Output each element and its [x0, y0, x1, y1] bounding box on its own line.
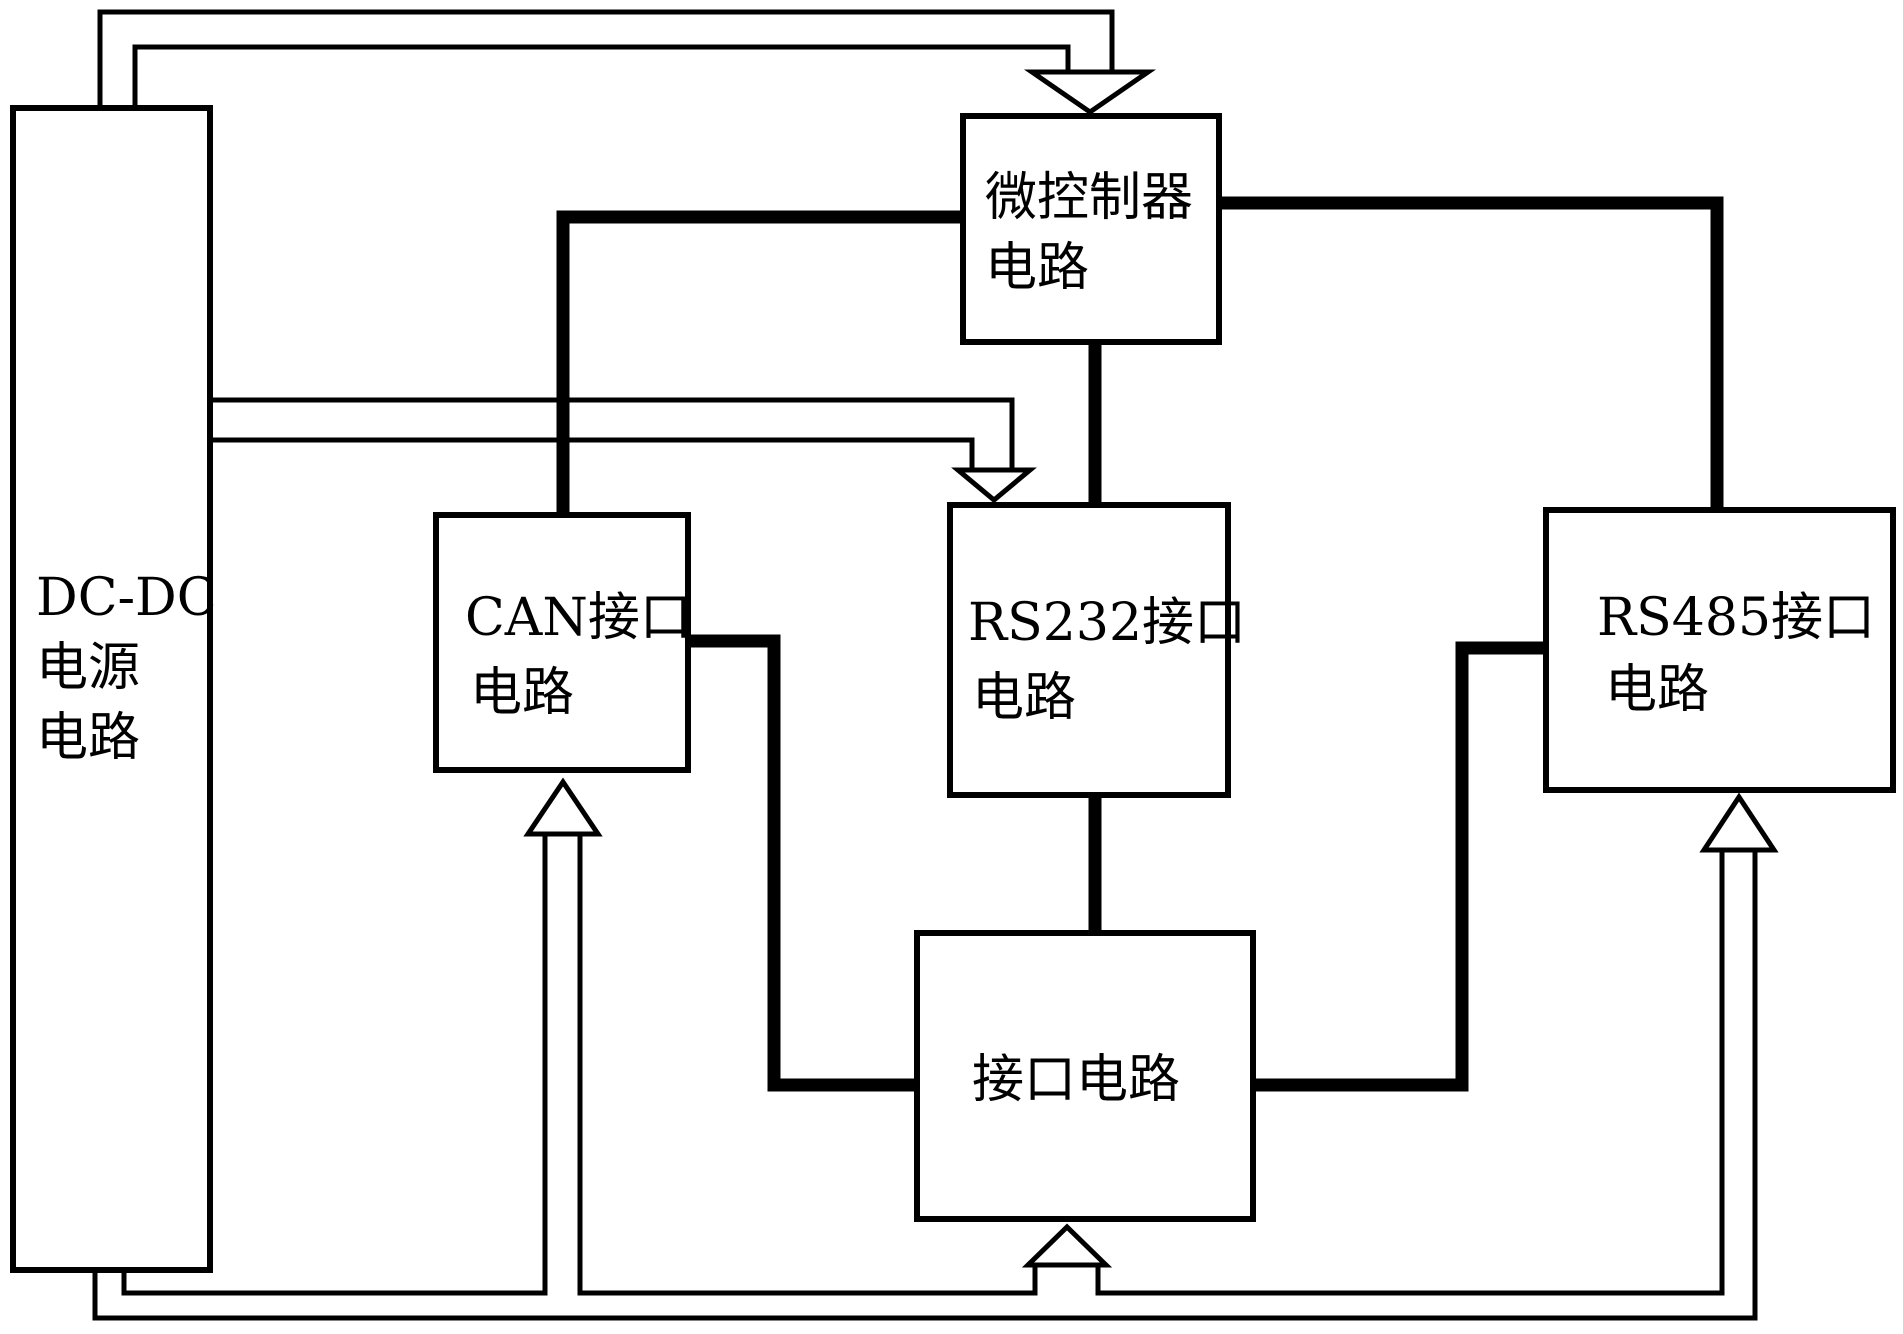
arrowhead-iface	[1028, 1227, 1106, 1265]
bus-mcu-can	[563, 217, 963, 515]
rs232-block: RS232接口 电路	[950, 505, 1263, 795]
arrowhead-mcu	[1032, 72, 1148, 112]
can-label-line-2: 电路	[470, 663, 574, 723]
pipe-dcdc-mcu-inner	[135, 47, 1068, 108]
rs485-box	[1546, 510, 1893, 790]
bus-rs485-iface	[1253, 648, 1546, 1085]
rs232-label-line-2: 电路	[972, 668, 1076, 728]
can-block: CAN接口 电路	[436, 515, 708, 770]
bus-mcu-rs485	[1219, 203, 1717, 510]
dcdc-label-line-2: 电源	[36, 638, 140, 698]
iface-label: 接口电路	[972, 1050, 1180, 1110]
rs485-label-line-1: RS485接口	[1597, 588, 1875, 648]
arrowhead-rs485	[1704, 797, 1774, 850]
arrowhead-rs232	[958, 470, 1030, 500]
rs485-block: RS485接口 电路	[1546, 510, 1893, 790]
pipe-dcdc-rs232-outer	[210, 400, 1012, 470]
mcu-label-line-2: 电路	[985, 238, 1089, 298]
mcu-box	[963, 116, 1219, 342]
pipe-dcdc-rs232-inner	[210, 440, 972, 470]
mcu-block: 微控制器 电路	[963, 116, 1219, 342]
iface-label-line-1: 接口电路	[972, 1050, 1180, 1110]
dcdc-block: DC-DC 电源 电路	[13, 108, 233, 1270]
can-label-line-1: CAN接口	[465, 588, 692, 648]
bus-can-iface	[688, 641, 917, 1085]
iface-block: 接口电路	[917, 933, 1253, 1219]
dcdc-label-line-3: 电路	[36, 708, 140, 768]
mcu-label-line-1: 微控制器	[985, 168, 1193, 228]
rs485-label-line-2: 电路	[1605, 660, 1709, 720]
pipe-dcdc-mcu-outer	[100, 12, 1112, 108]
arrowhead-can	[528, 782, 598, 834]
rs232-label-line-1: RS232接口	[968, 593, 1246, 653]
dcdc-label-line-1: DC-DC	[36, 568, 217, 628]
